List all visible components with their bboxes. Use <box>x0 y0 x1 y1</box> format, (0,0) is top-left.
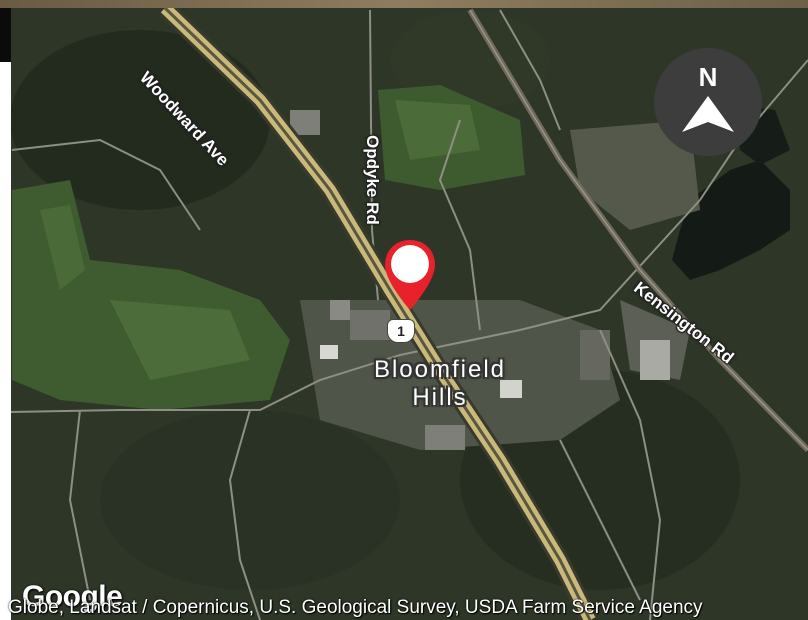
google-logo: Google <box>22 580 123 613</box>
top-edge-strip <box>0 0 808 8</box>
city-label-line2: Hills <box>412 384 468 411</box>
map-pin-icon[interactable] <box>382 238 438 317</box>
road-label-opdyke-rd: Opdyke Rd <box>363 135 382 225</box>
left-edge-strip <box>0 8 11 620</box>
north-arrow-icon <box>682 96 734 132</box>
compass-north-label: N <box>698 62 718 92</box>
map-attribution[interactable]: Globe, Landsat / Copernicus, U.S. Geolog… <box>8 597 703 618</box>
route-shield: 1 <box>387 319 415 343</box>
city-label-line1: Bloomfield <box>373 356 507 383</box>
compass-button[interactable]: N <box>654 48 762 156</box>
city-label: Bloomfield Hills <box>350 356 530 412</box>
left-edge-dark-tab <box>0 8 11 62</box>
